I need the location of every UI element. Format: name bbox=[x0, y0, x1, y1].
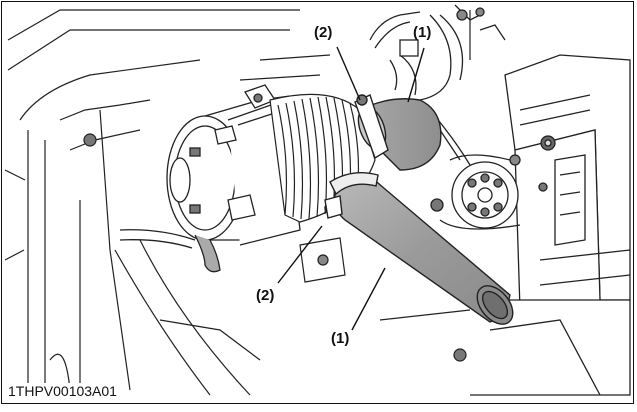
figure-id-label: 1THPV00103A01 bbox=[6, 383, 119, 399]
leader-line-top-right bbox=[407, 47, 425, 103]
leader-line-bottom-left bbox=[277, 225, 323, 284]
elbow-hose-upper bbox=[354, 94, 442, 171]
leader-line-top-left bbox=[336, 46, 361, 101]
leader-line-bottom-right bbox=[351, 267, 386, 331]
callout-label-hose-bottom: (1) bbox=[331, 330, 350, 347]
body-panel-lines bbox=[4, 9, 631, 396]
callout-label-clamp-top: (2) bbox=[314, 24, 333, 41]
fan-pulley bbox=[430, 135, 556, 230]
callout-label-hose-top: (1) bbox=[413, 24, 432, 41]
callout-label-clamp-bottom: (2) bbox=[256, 287, 275, 304]
engine-block bbox=[379, 54, 631, 396]
mount-bracket bbox=[83, 133, 467, 362]
rubber-hose-lower bbox=[324, 172, 514, 325]
figure-border bbox=[1, 1, 634, 404]
leader-lines bbox=[277, 46, 425, 331]
